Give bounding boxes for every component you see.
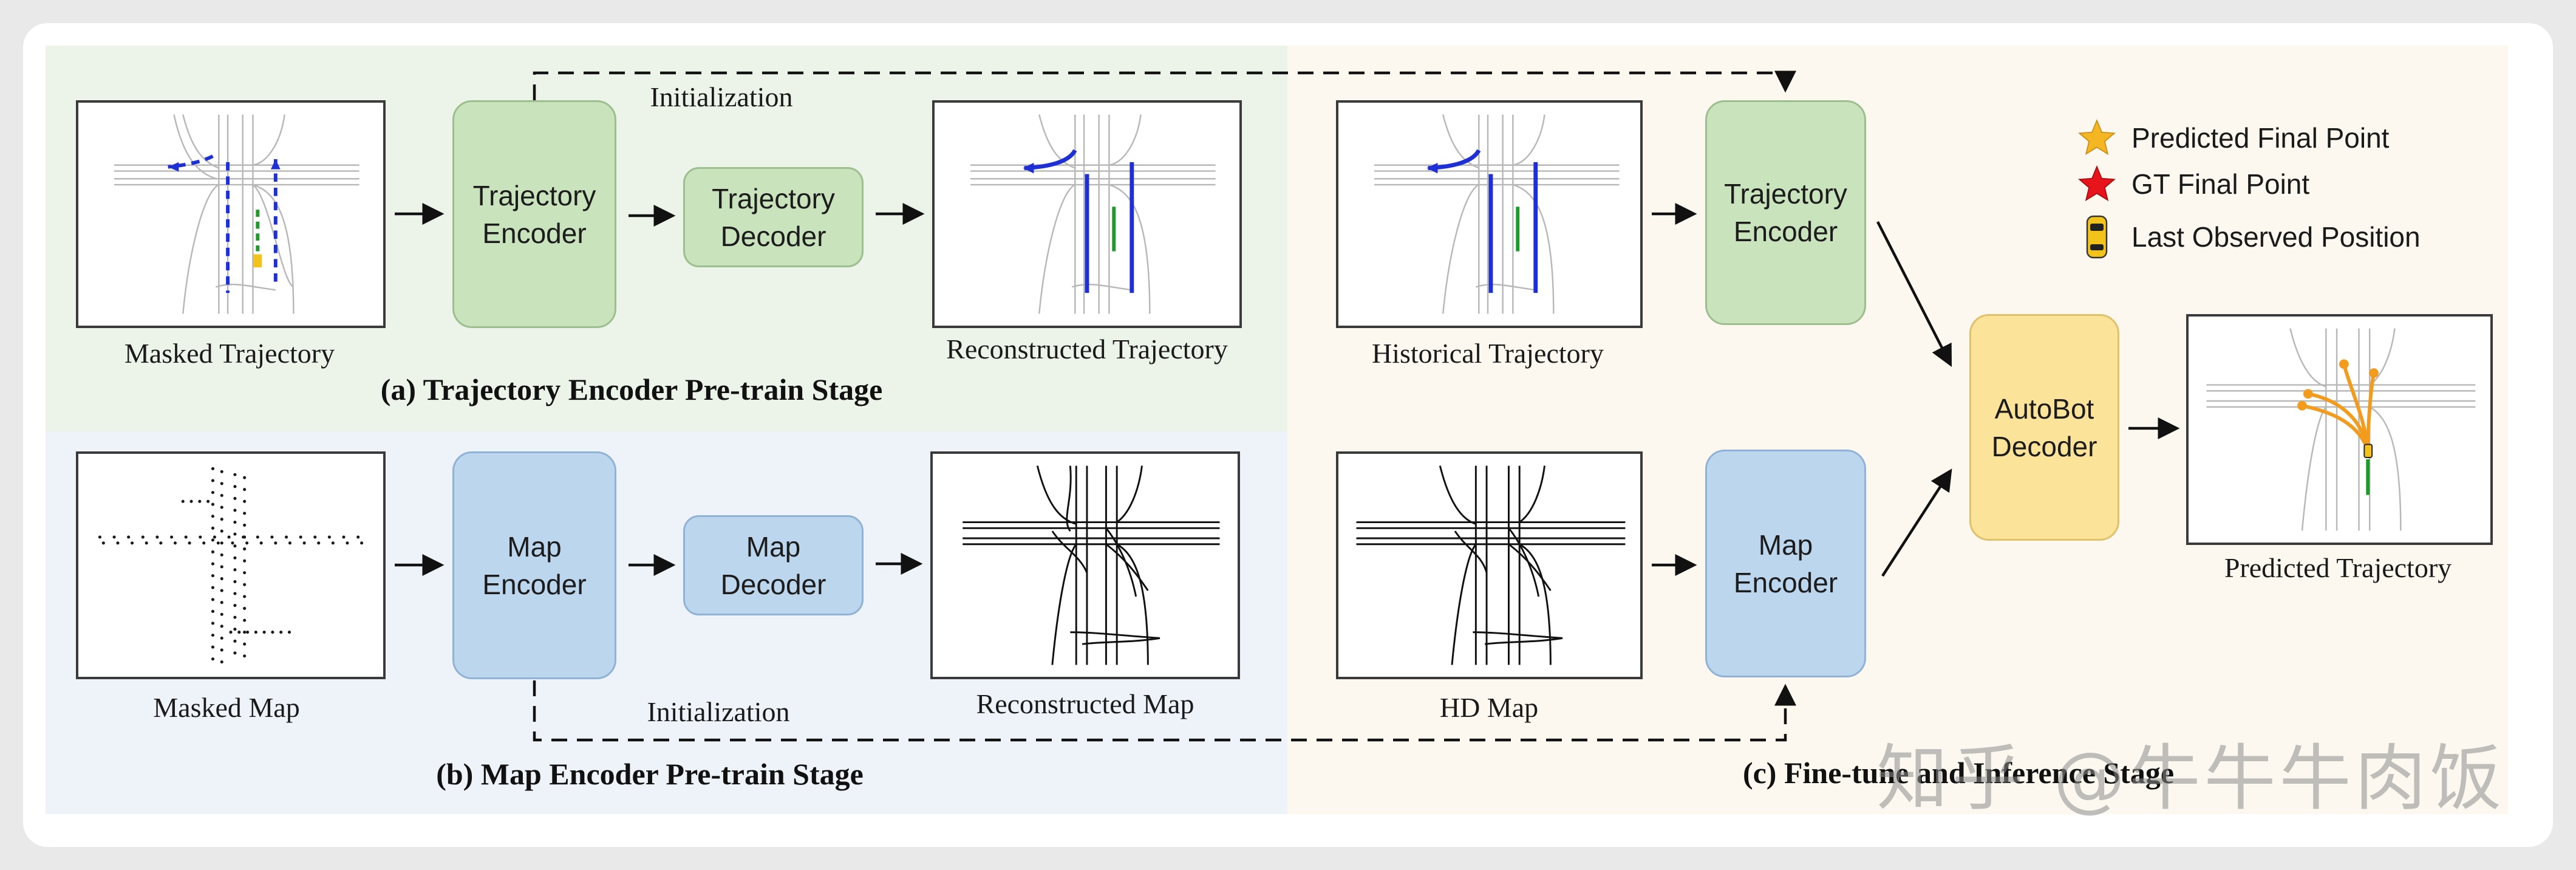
watermark: 知乎 @牛牛牛肉饭 [1876, 736, 2506, 820]
caption-historical-trajectory: Historical Trajectory [1372, 338, 1604, 369]
initialization-label-top: Initialization [650, 81, 793, 112]
caption-reconstructed-trajectory: Reconstructed Trajectory [946, 334, 1228, 365]
stage-b-title: (b) Map Encoder Pre-train Stage [436, 757, 864, 791]
caption-predicted-trajectory: Predicted Trajectory [2224, 552, 2452, 583]
historical-trajectory-image [1336, 100, 1643, 328]
stage-c-title: (c) Fine-tune and Inference Stage [1742, 756, 2175, 790]
hd-map-image [1336, 451, 1643, 679]
masked-trajectory-image [76, 100, 386, 328]
predicted-trajectory-image [2186, 314, 2493, 545]
masked-map-image [76, 451, 386, 679]
stage-a-title: (a) Trajectory Encoder Pre-train Stage [380, 372, 883, 406]
initialization-label-bottom: Initialization [647, 696, 790, 727]
caption-masked-trajectory: Masked Trajectory [124, 338, 335, 369]
car-icon [2076, 215, 2118, 259]
legend-last-observed-position: Last Observed Position [2076, 215, 2421, 259]
caption-masked-map: Masked Map [153, 692, 300, 723]
caption-reconstructed-map: Reconstructed Map [976, 688, 1194, 719]
reconstructed-trajectory-image [932, 100, 1242, 328]
legend-gt-final-point: GT Final Point [2076, 163, 2309, 205]
star-icon [2076, 163, 2118, 205]
star-icon [2076, 117, 2118, 159]
caption-hd-map: HD Map [1439, 692, 1539, 723]
legend-predicted-final-point: Predicted Final Point [2076, 117, 2389, 159]
reconstructed-map-image [930, 451, 1240, 679]
